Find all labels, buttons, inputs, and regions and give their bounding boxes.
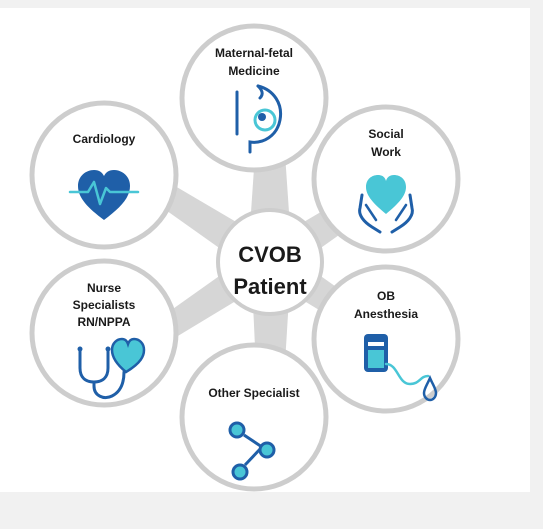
circle-cardiology xyxy=(29,100,179,250)
circle-maternal-fetal xyxy=(179,23,329,173)
label-maternal-fetal-2: Medicine xyxy=(228,64,280,78)
caring-hands-heart-icon xyxy=(358,175,414,234)
circle-nurse-specialists xyxy=(29,258,179,408)
label-nurse-specialists-1: Nurse xyxy=(87,281,121,295)
heart-pulse-icon xyxy=(68,170,140,220)
label-social-work-1: Social xyxy=(368,127,403,141)
center-title-line2: Patient xyxy=(233,274,307,299)
label-nurse-specialists-3: RN/NPPA xyxy=(77,315,130,329)
label-ob-anesthesia-1: OB xyxy=(377,289,395,303)
iv-drip-icon xyxy=(364,334,438,402)
label-nurse-specialists-2: Specialists xyxy=(73,298,136,312)
circle-other-specialist xyxy=(179,342,329,492)
label-ob-anesthesia-2: Anesthesia xyxy=(354,307,418,321)
label-maternal-fetal-1: Maternal-fetal xyxy=(215,46,293,60)
circle-social-work xyxy=(311,104,461,254)
center-circle xyxy=(216,208,324,316)
pregnancy-icon xyxy=(235,84,283,154)
label-social-work-2: Work xyxy=(371,145,401,159)
stethoscope-heart-icon xyxy=(77,337,146,400)
molecule-network-icon xyxy=(228,421,276,481)
label-cardiology: Cardiology xyxy=(73,132,136,146)
center-title-line1: CVOB xyxy=(238,242,302,267)
label-other-specialist: Other Specialist xyxy=(208,386,299,400)
